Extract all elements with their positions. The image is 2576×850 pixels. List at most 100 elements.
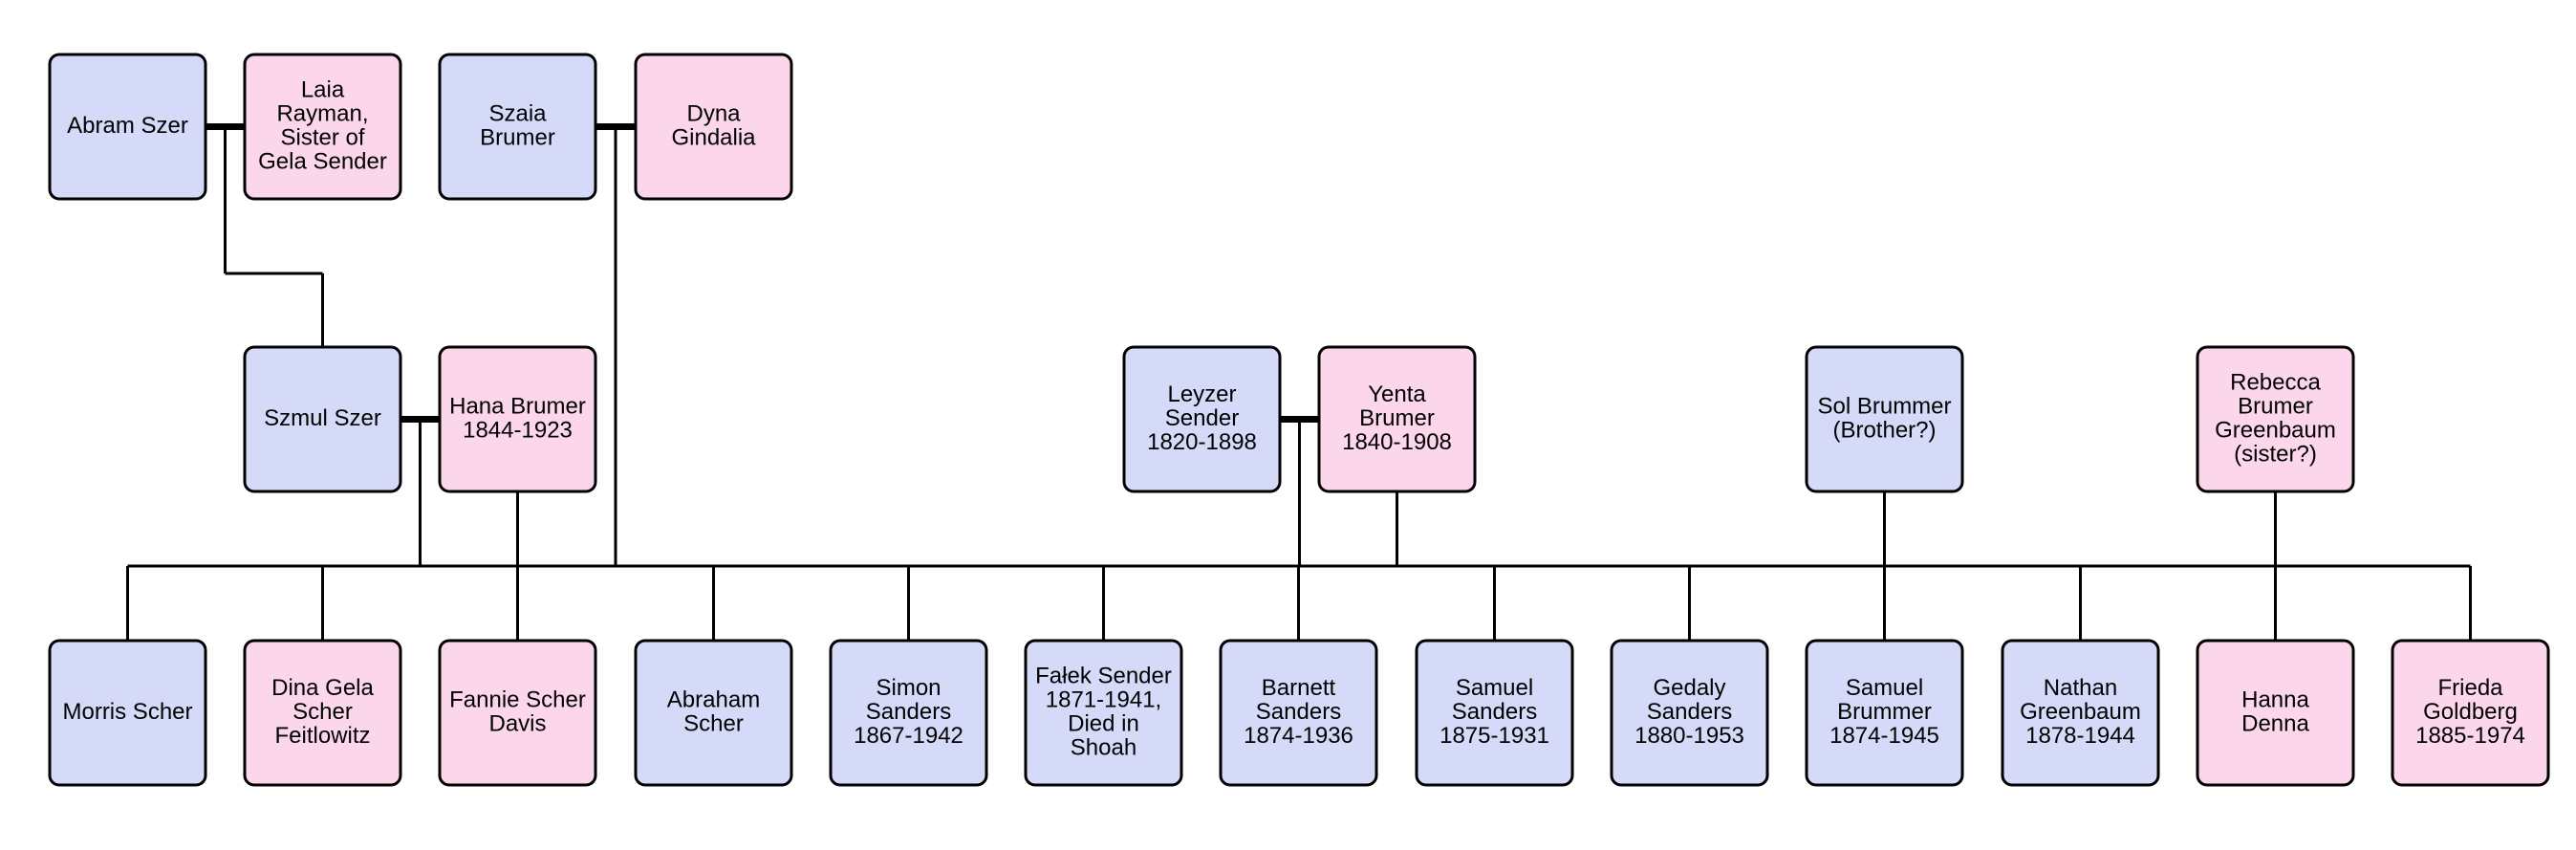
- person-name-line: Greenbaum: [2020, 699, 2141, 725]
- person-name-line: Scher: [292, 699, 353, 725]
- person-box: [438, 639, 597, 787]
- person-name-line: 1820-1898: [1147, 429, 1257, 455]
- person-name-line: Leyzer: [1167, 381, 1236, 407]
- person-name-line: 1885-1974: [2415, 723, 2525, 749]
- person-sol-brummer: Sol Brummer(Brother?): [1805, 345, 1964, 493]
- person-name-line: 1874-1945: [1829, 723, 1939, 749]
- person-name-line: Gela Sender: [258, 148, 387, 174]
- person-name-line: 1867-1942: [854, 723, 963, 749]
- person-name-line: Brumer: [1359, 405, 1435, 431]
- person-name-line: Abraham: [667, 687, 760, 712]
- person-name-line: Rebecca: [2230, 369, 2321, 395]
- person-morris-scher: Morris Scher: [48, 639, 207, 787]
- person-box: [2001, 639, 2160, 787]
- person-name-line: Yenta: [1368, 381, 1426, 407]
- person-name-line: Barnett: [1262, 675, 1336, 701]
- person-box: [1610, 639, 1769, 787]
- person-name-line: Brumer: [480, 124, 555, 150]
- person-name-line: 1874-1936: [1244, 723, 1353, 749]
- person-name-line: Sanders: [1452, 699, 1537, 725]
- person-box: [48, 53, 207, 201]
- person-name-line: Morris Scher: [62, 699, 192, 725]
- person-name-line: Died in: [1068, 710, 1139, 736]
- person-name-line: Rayman,: [276, 100, 368, 126]
- person-name-line: Samuel: [1456, 675, 1533, 701]
- person-name-line: Brummer: [1837, 699, 1932, 725]
- person-name-line: Abram Szer: [67, 113, 188, 139]
- person-name-line: Davis: [488, 710, 546, 736]
- person-name-line: 1880-1953: [1634, 723, 1744, 749]
- person-name-line: Fannie Scher: [449, 687, 586, 712]
- person-name-line: Sanders: [866, 699, 951, 725]
- person-name-line: Sanders: [1256, 699, 1341, 725]
- person-name-line: Gedaly: [1653, 675, 1725, 701]
- person-name-line: Szmul Szer: [264, 405, 381, 431]
- person-name-line: Dyna: [686, 100, 741, 126]
- person-box: [48, 639, 207, 787]
- person-box: [243, 639, 402, 787]
- person-name-line: Shoah: [1071, 734, 1136, 760]
- person-name-line: Sanders: [1647, 699, 1732, 725]
- person-box: [2391, 639, 2550, 787]
- person-name-line: Samuel: [1846, 675, 1923, 701]
- person-name-line: Greenbaum: [2215, 417, 2336, 443]
- person-name-line: Szaia: [488, 100, 547, 126]
- person-box: [438, 53, 597, 201]
- person-box: [1024, 639, 1183, 787]
- person-szmul-szer: Szmul Szer: [243, 345, 402, 493]
- person-box: [438, 345, 597, 493]
- person-name-line: Gindalia: [671, 124, 756, 150]
- person-box: [243, 53, 402, 201]
- person-box: [634, 639, 793, 787]
- person-name-line: Hanna: [2241, 687, 2309, 712]
- person-box: [1805, 639, 1964, 787]
- person-abram-szer: Abram Szer: [48, 53, 207, 201]
- person-name-line: Laia: [301, 76, 345, 102]
- person-name-line: Sister of: [280, 124, 364, 150]
- person-name-line: Brumer: [2238, 393, 2313, 419]
- person-name-line: Sol Brummer: [1817, 393, 1951, 419]
- person-name-line: Denna: [2241, 710, 2309, 736]
- person-box: [1415, 639, 1574, 787]
- person-box: [1317, 345, 1477, 493]
- person-name-line: Feitlowitz: [274, 723, 370, 749]
- person-name-line: Simon: [876, 675, 941, 701]
- person-name-line: 1875-1931: [1440, 723, 1549, 749]
- person-name-line: (sister?): [2234, 441, 2317, 467]
- person-name-line: 1840-1908: [1342, 429, 1452, 455]
- person-name-line: 1844-1923: [463, 417, 573, 443]
- person-name-line: (Brother?): [1832, 417, 1936, 443]
- person-box: [1122, 345, 1282, 493]
- person-box: [829, 639, 988, 787]
- person-name-line: Frieda: [2437, 675, 2503, 701]
- person-name-line: Fałek Sender: [1035, 663, 1172, 688]
- person-name-line: Goldberg: [2423, 699, 2518, 725]
- person-box: [243, 345, 402, 493]
- person-name-line: Nathan: [2044, 675, 2117, 701]
- person-box: [1219, 639, 1378, 787]
- person-box: [2196, 345, 2355, 493]
- person-name-line: Dina Gela: [271, 675, 374, 701]
- person-name-line: 1871-1941,: [1046, 687, 1161, 712]
- person-name-line: Sender: [1165, 405, 1239, 431]
- person-name-line: 1878-1944: [2025, 723, 2135, 749]
